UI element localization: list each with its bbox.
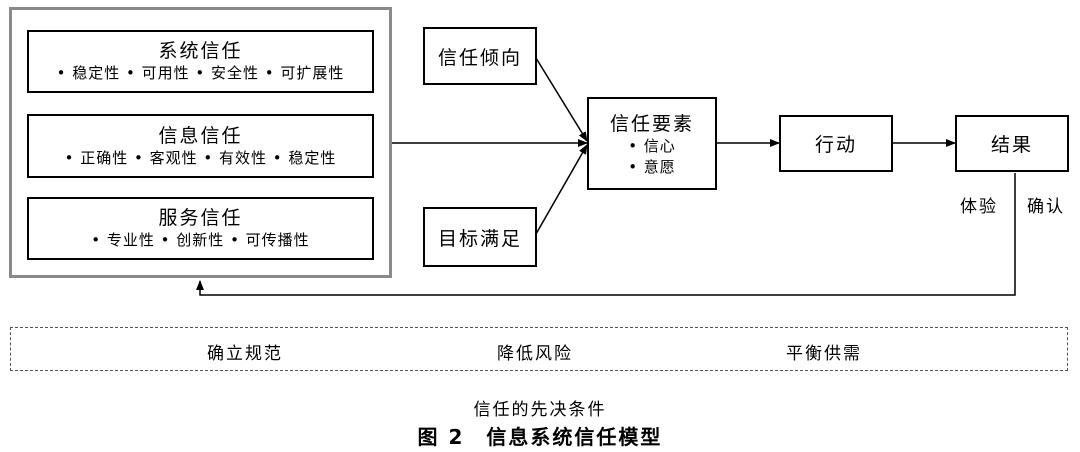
precondition-reduce-risk: 降低风险 [497, 344, 573, 364]
edge-tendency-to-elements [535, 57, 588, 142]
result-label: 结果 [990, 134, 1033, 156]
preconditions-label: 信任的先决条件 [473, 400, 607, 420]
action-box: 行动 [779, 115, 893, 172]
information-trust-items: • 正确性 • 客观性 • 有效性 • 稳定性 [64, 148, 337, 167]
goal-satisfaction-label: 目标满足 [437, 227, 522, 250]
precondition-establish-norms: 确立规范 [207, 344, 283, 364]
service-trust-items: • 专业性 • 创新性 • 可传播性 [91, 231, 310, 249]
confirm-label: 确认 [1027, 197, 1065, 217]
precondition-balance-supply-demand: 平衡供需 [786, 344, 862, 364]
service-trust-box: 服务信任 • 专业性 • 创新性 • 可传播性 [27, 197, 374, 260]
edge-goal-to-elements [535, 144, 588, 235]
trust-tendency-box: 信任倾向 [423, 27, 537, 85]
information-trust-box: 信息信任 • 正确性 • 客观性 • 有效性 • 稳定性 [27, 114, 374, 178]
preconditions-box [10, 327, 1068, 371]
goal-satisfaction-box: 目标满足 [423, 207, 537, 267]
information-trust-title: 信息信任 [158, 124, 243, 147]
trust-elements-box: 信任要素 • 信心 • 意愿 [587, 97, 717, 190]
service-trust-title: 服务信任 [158, 207, 243, 229]
action-label: 行动 [814, 134, 857, 156]
trust-elements-item-willingness: • 意愿 [628, 158, 676, 176]
result-box: 结果 [955, 115, 1069, 172]
trust-tendency-label: 信任倾向 [437, 46, 522, 69]
experience-label: 体验 [960, 197, 998, 217]
system-trust-items: • 稳定性 • 可用性 • 安全性 • 可扩展性 [56, 64, 345, 82]
trust-elements-item-confidence: • 信心 [628, 137, 676, 155]
system-trust-title: 系统信任 [158, 40, 243, 62]
trust-elements-title: 信任要素 [609, 113, 694, 135]
figure-caption: 图 2 信息系统信任模型 [417, 425, 663, 449]
system-trust-box: 系统信任 • 稳定性 • 可用性 • 安全性 • 可扩展性 [27, 30, 374, 93]
edge-feedback-loop [196, 173, 1016, 296]
